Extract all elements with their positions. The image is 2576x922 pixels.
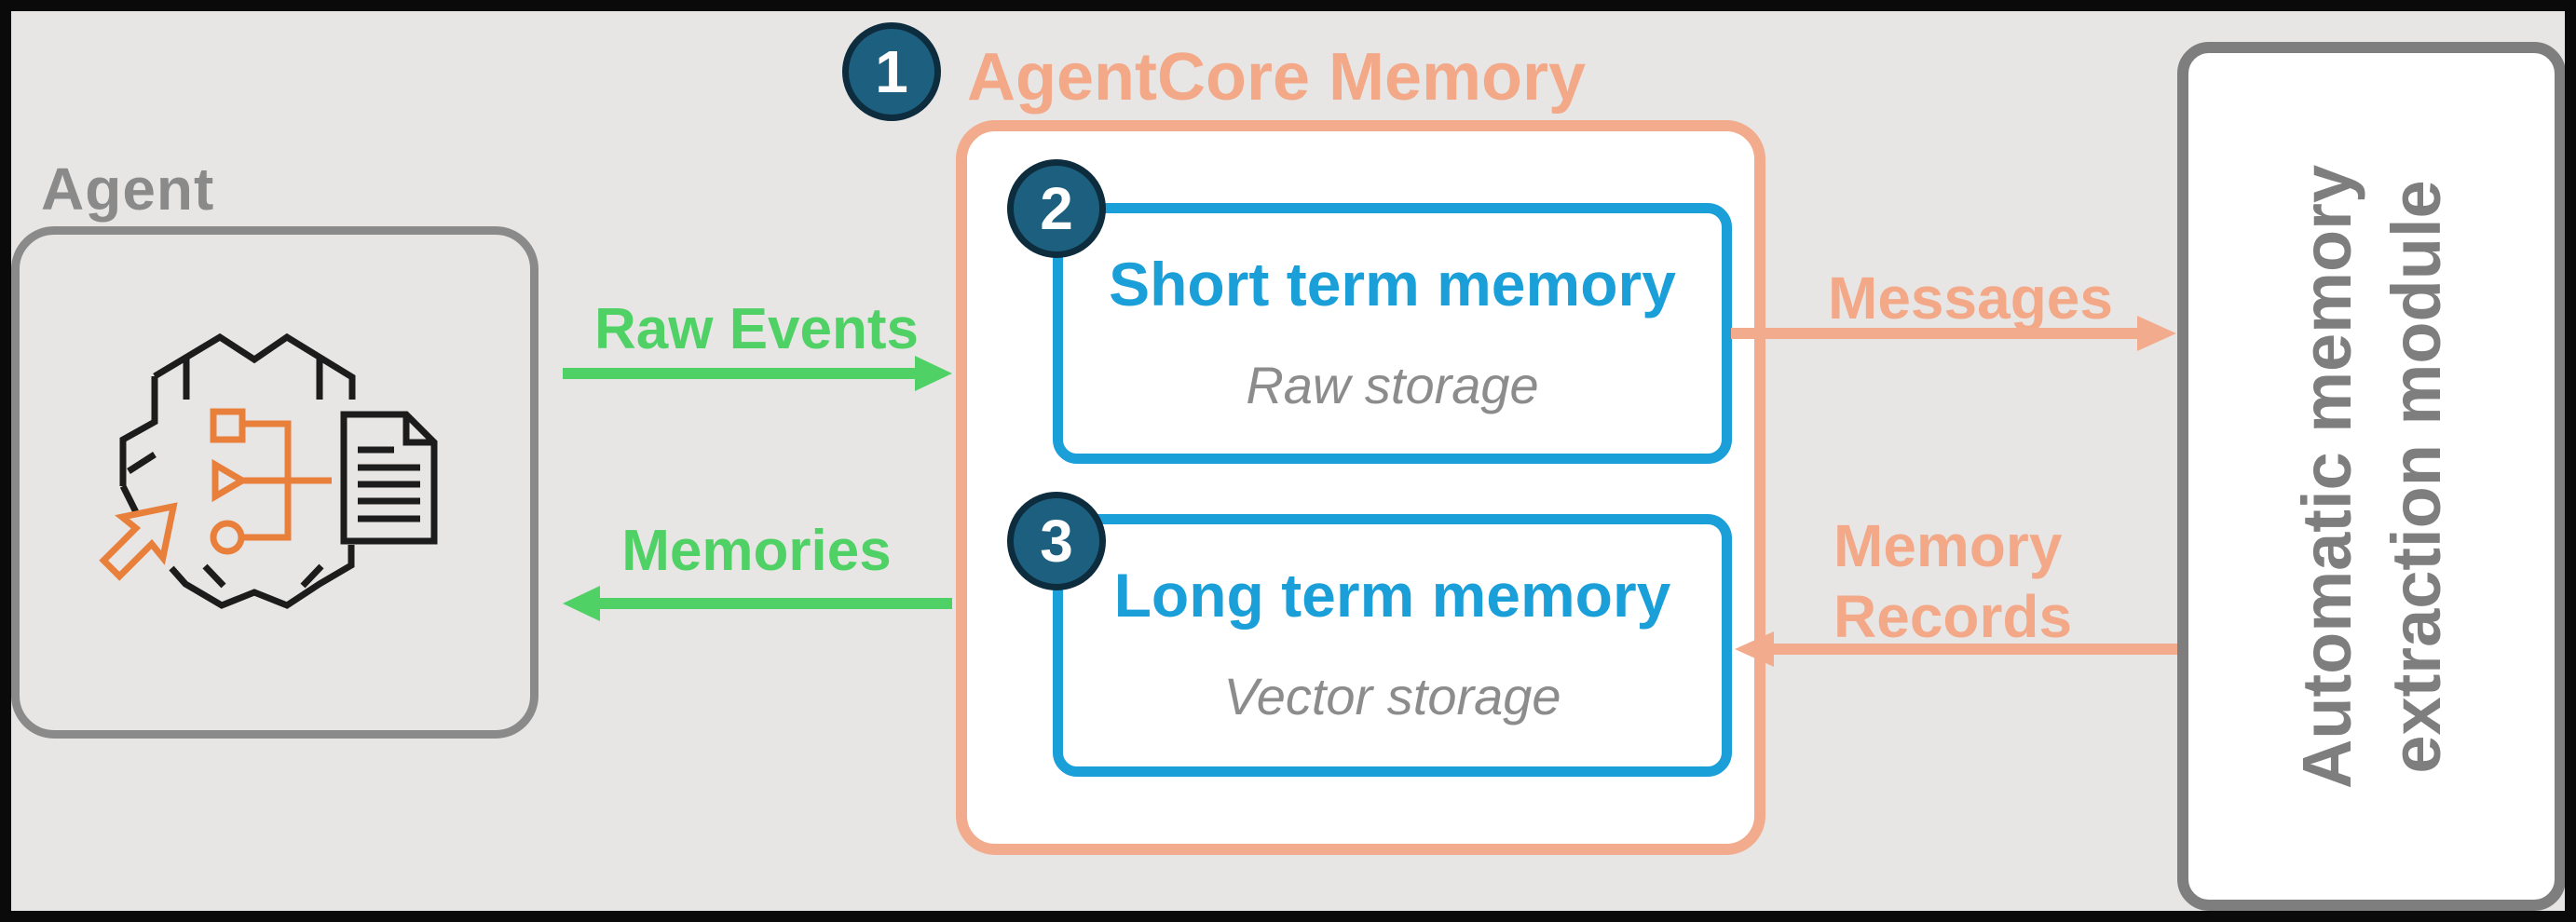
raw-events-label: Raw Events [593,297,920,361]
memories-arrow-line [600,598,952,609]
step-2-badge: 2 [1007,159,1106,258]
raw-events-arrowhead-icon [915,356,952,391]
short-term-memory-subtitle: Raw storage [1246,356,1539,414]
messages-label: Messages [1828,264,2113,332]
short-term-memory-title: Short term memory [1109,250,1676,319]
long-term-memory-title: Long term memory [1113,561,1671,630]
long-term-memory-subtitle: Vector storage [1223,667,1561,725]
memories-label: Memories [621,519,892,583]
step-1-badge: 1 [842,22,941,121]
agentcore-memory-title: AgentCore Memory [967,40,1587,115]
messages-arrowhead-icon [2137,316,2176,351]
memories-arrowhead-icon [563,586,600,621]
step-3-badge: 3 [1007,492,1106,590]
memory-records-label-line1: Memory [1833,512,2063,579]
memory-records-arrowhead-icon [1735,631,1774,667]
document-icon [340,411,438,545]
memory-records-label: Memory Records [1833,510,2072,652]
messages-arrow-line [1731,328,2137,339]
agent-neural-network-icon [99,333,438,609]
memory-records-label-line2: Records [1833,583,2073,650]
extraction-module-label-line2: extraction module [2377,179,2455,774]
cursor-arrow-icon [99,502,178,581]
extraction-module-label: Automatic memory extraction module [2283,164,2461,788]
long-term-memory-box: Long term memory Vector storage [1053,514,1732,777]
agent-box [11,226,538,739]
extraction-module-box: Automatic memory extraction module [2177,42,2566,911]
memory-records-arrow-line [1774,644,2177,655]
agent-label: Agent [41,156,215,223]
raw-events-arrow-line [563,368,915,379]
extraction-module-label-line1: Automatic memory [2287,164,2365,789]
short-term-memory-box: Short term memory Raw storage [1053,203,1732,464]
